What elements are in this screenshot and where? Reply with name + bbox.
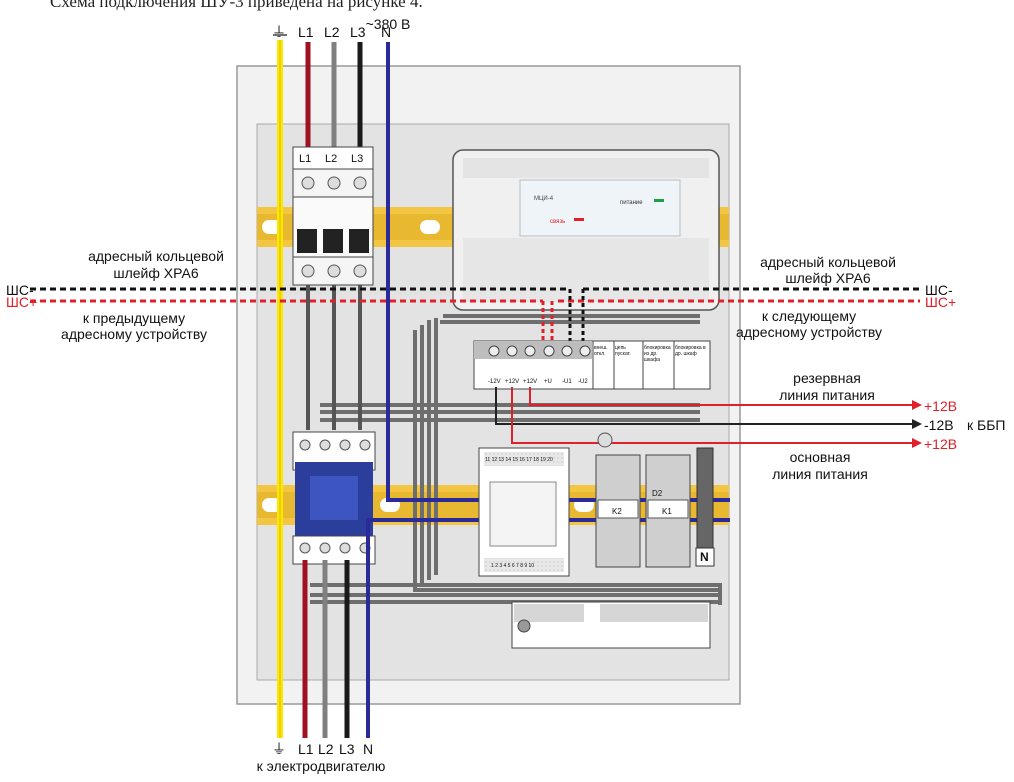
phase-n-top: N: [381, 24, 392, 40]
motor-label: к электродвигателю: [256, 758, 386, 774]
relay-k2-label: K2: [612, 507, 622, 516]
term-group-1: внеш. откл.: [594, 345, 608, 357]
terminal-block-bottom: [511, 601, 711, 649]
module-name: МЦИ-4: [534, 196, 554, 202]
term-group-2: цепь пускат.: [615, 345, 631, 357]
module-link-label: связь: [550, 219, 566, 225]
term-group-3: блокировка из др. шкафа: [644, 345, 671, 363]
term-label-4: +U: [544, 379, 552, 385]
relay-block: [595, 454, 691, 568]
right-loop-title2: шлейф ХРА6: [785, 270, 871, 286]
right-loop-plus: ШС+: [925, 294, 957, 310]
contactor: [292, 431, 376, 565]
term-label-6: -U2: [578, 379, 588, 385]
right-loop-dest1: к следующему: [761, 308, 857, 324]
term-label-1: -12V: [488, 379, 501, 385]
phase-l2-top: L2: [324, 24, 340, 40]
breaker-label-l2: L2: [325, 153, 338, 165]
reserve-line-title2: линия питания: [779, 387, 875, 403]
term-group-4: блокировка в др. шкаф: [675, 345, 706, 357]
relay-module: [478, 432, 613, 577]
left-loop-dest1: к предыдущему: [82, 310, 186, 326]
breaker-label-l1: L1: [299, 153, 312, 165]
circuit-breaker: [292, 146, 374, 286]
left-loop-plus: ШС+: [6, 294, 38, 310]
right-loop-minus: ШС-: [925, 282, 953, 298]
term-label-2: +12V: [505, 379, 520, 385]
minus12-label: -12В: [924, 417, 954, 433]
left-loop-minus: ШС-: [6, 282, 34, 298]
diagram-caption: Схема подключения ШУ-3 приведена на рису…: [50, 0, 423, 11]
phase-l1-bottom: L1: [298, 741, 314, 757]
terminal-block-top: [473, 340, 711, 390]
bbp-label: к ББП: [967, 417, 1006, 433]
term-label-5: -U1: [562, 379, 572, 385]
reserve-line-title1: резервная: [793, 370, 861, 386]
power-lines: [495, 387, 922, 448]
relay-d2-label: D2: [652, 489, 663, 498]
left-loop-title1: адресный кольцевой: [88, 248, 224, 264]
right-loop-title1: адресный кольцевой: [760, 254, 896, 270]
phase-l3-top: L3: [350, 24, 366, 40]
phase-l1-top: L1: [298, 24, 314, 40]
n-busbar: [695, 447, 715, 567]
ground-symbol-top: ⏚: [272, 24, 286, 40]
ground-symbol-bottom: ⏚: [272, 741, 286, 757]
relay-top-numbers: 11 12 13 14 15 16 17 18 19 20: [485, 457, 553, 463]
plus12-top-label: +12В: [924, 398, 958, 414]
plus12-bottom-label: +12В: [924, 436, 958, 452]
phase-l3-bottom: L3: [339, 741, 355, 757]
term-label-3: +12V: [523, 379, 538, 385]
control-module: [452, 149, 720, 311]
right-loop-dest2: адресному устройству: [736, 324, 882, 340]
voltage-label: ~380 В: [365, 16, 411, 32]
phase-n-bottom: N: [363, 741, 374, 757]
module-power-label: питание: [620, 200, 643, 206]
relay-k1-label: K1: [662, 507, 672, 516]
left-loop-title2: шлейф ХРА6: [113, 265, 199, 281]
main-line-title1: основная: [789, 449, 851, 465]
n-busbar-label: N: [700, 550, 709, 564]
loop-lines: [30, 287, 920, 350]
breaker-label-l3: L3: [351, 153, 364, 165]
relay-bottom-numbers: 1 2 3 4 5 6 7 8 9 10: [491, 563, 535, 569]
left-loop-dest2: адресному устройству: [61, 326, 207, 342]
phase-l2-bottom: L2: [318, 741, 334, 757]
main-line-title2: линия питания: [772, 466, 868, 482]
